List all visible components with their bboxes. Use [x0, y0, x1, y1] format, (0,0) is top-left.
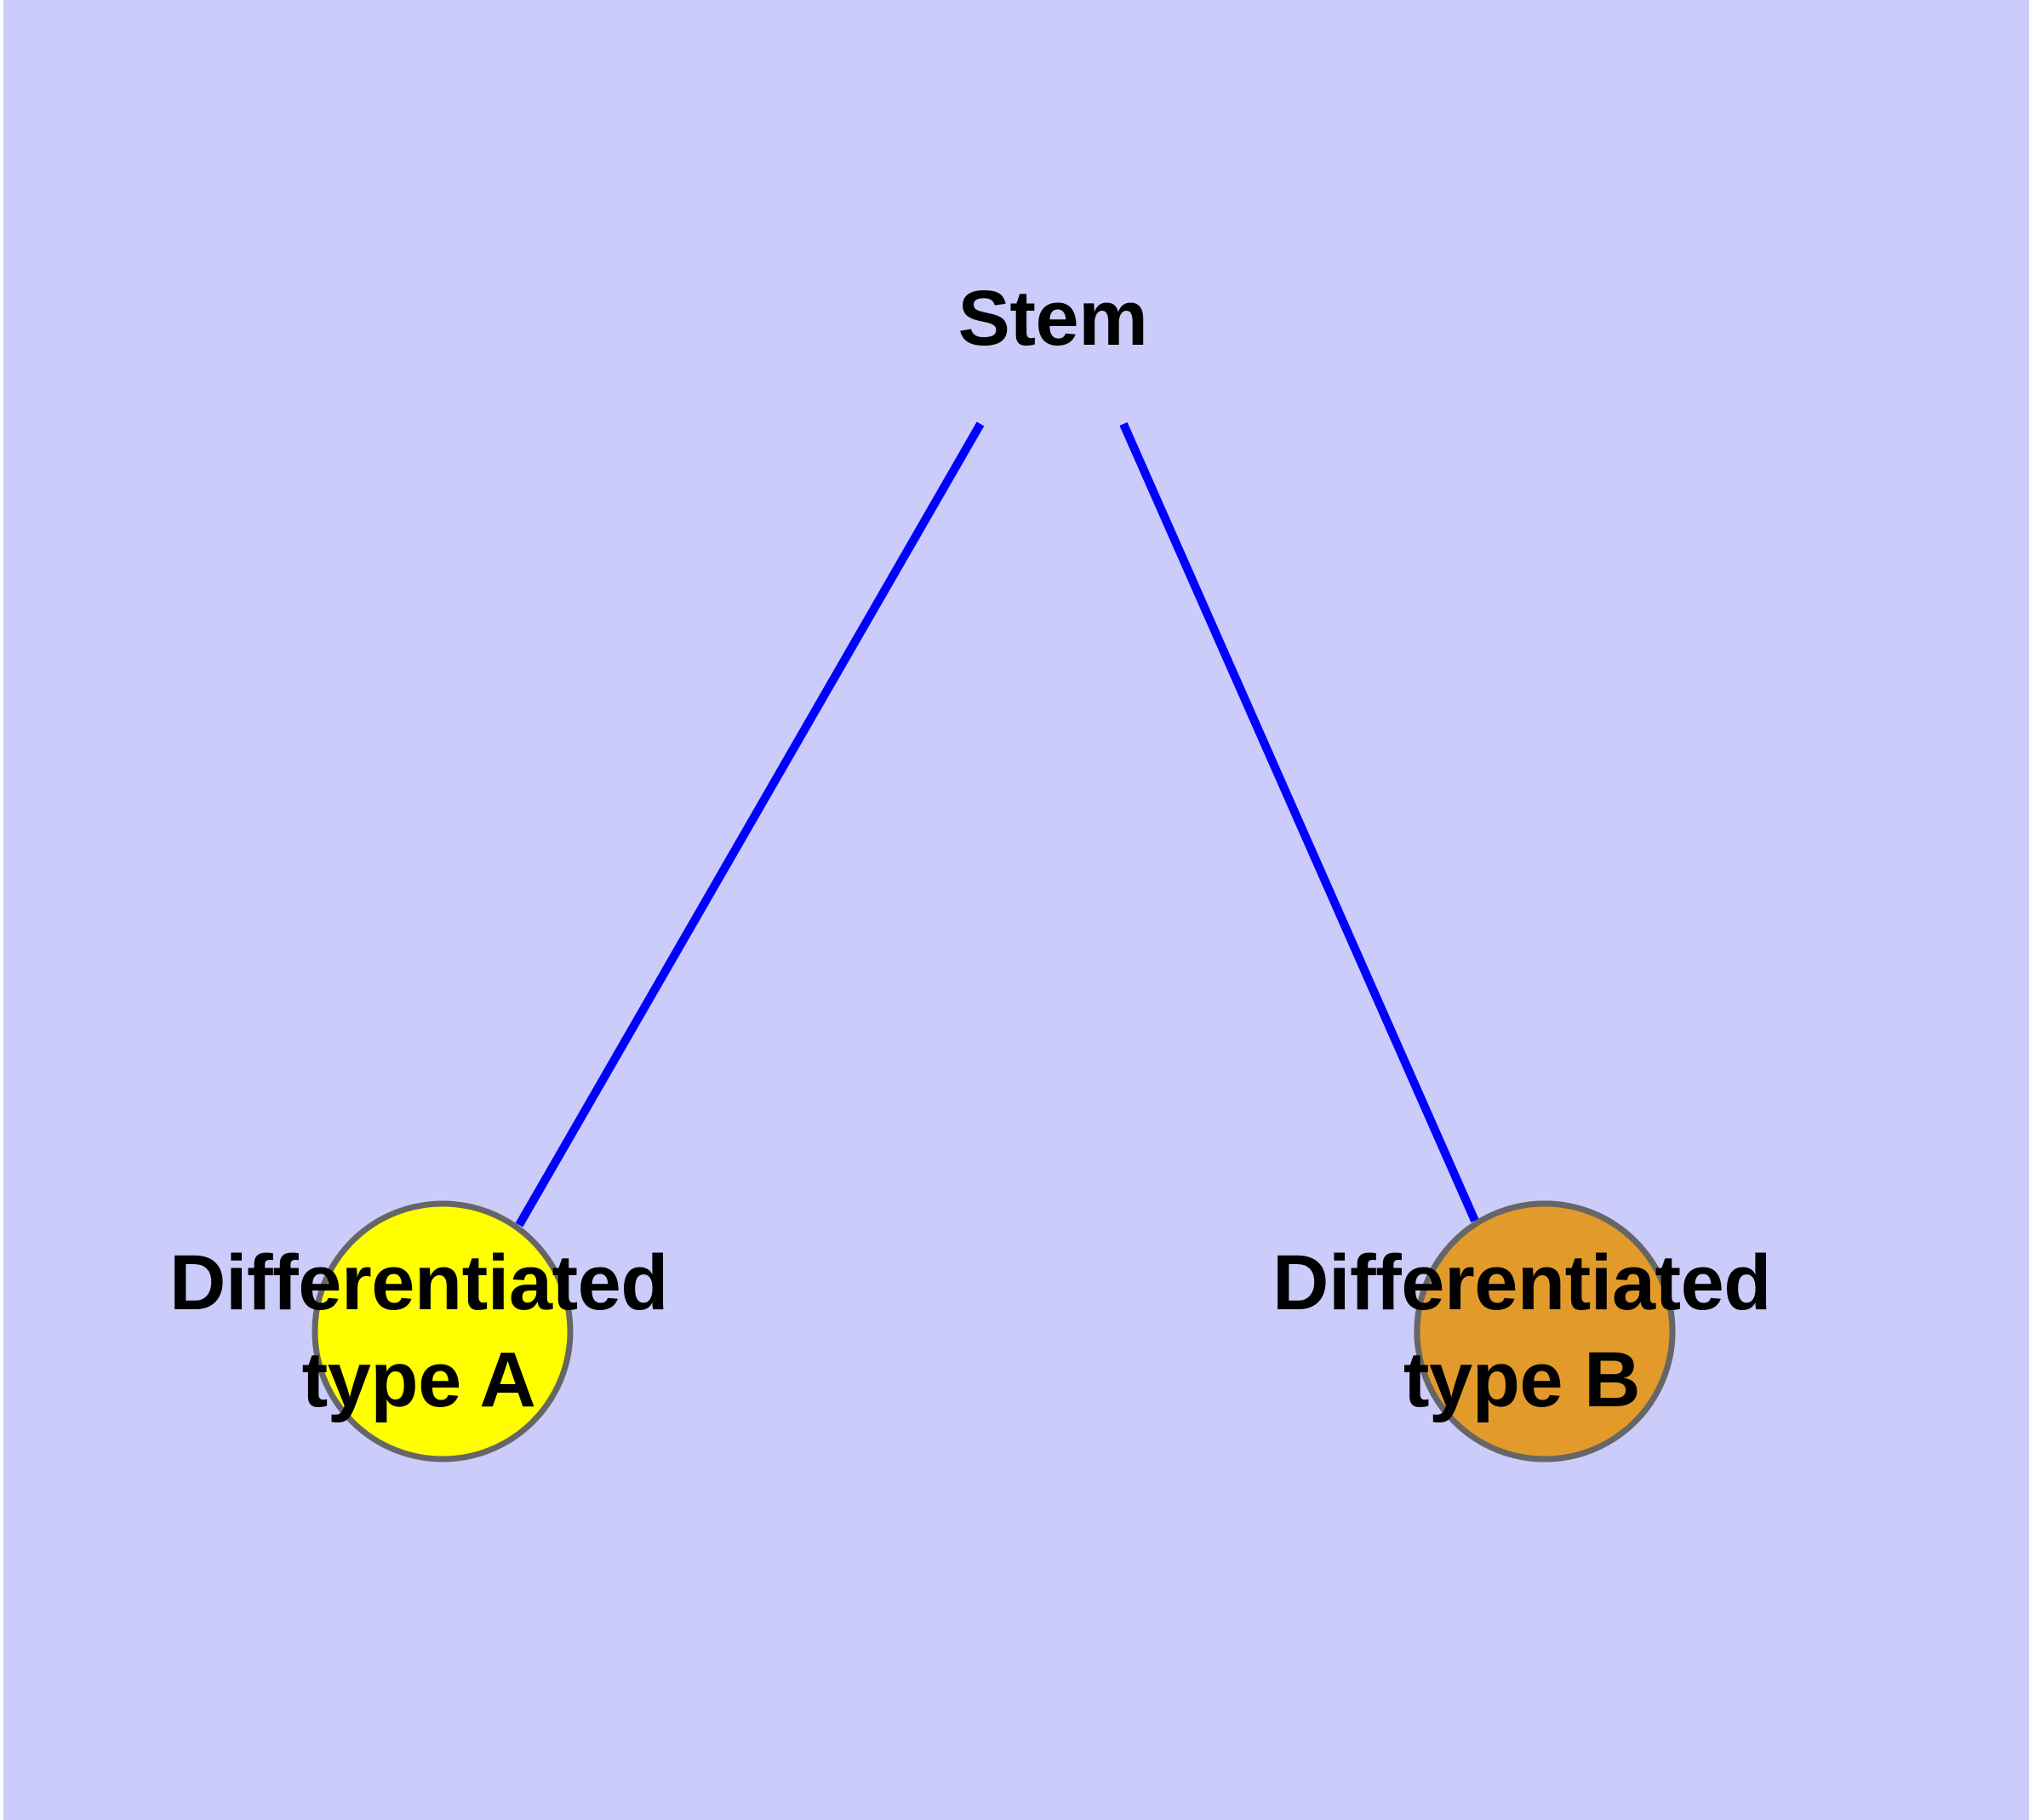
node-layer: [311, 1200, 1676, 1462]
edge-stem-to-differentiated-type-a: [515, 421, 985, 1228]
edge-layer: [515, 421, 1479, 1228]
node-stem[interactable]: [311, 1200, 574, 1462]
edge-stem-to-differentiated-type-b: [1119, 421, 1479, 1223]
node-differentiated-type-b[interactable]: [1414, 1200, 1676, 1462]
canvas-background: [3, 0, 2029, 1820]
